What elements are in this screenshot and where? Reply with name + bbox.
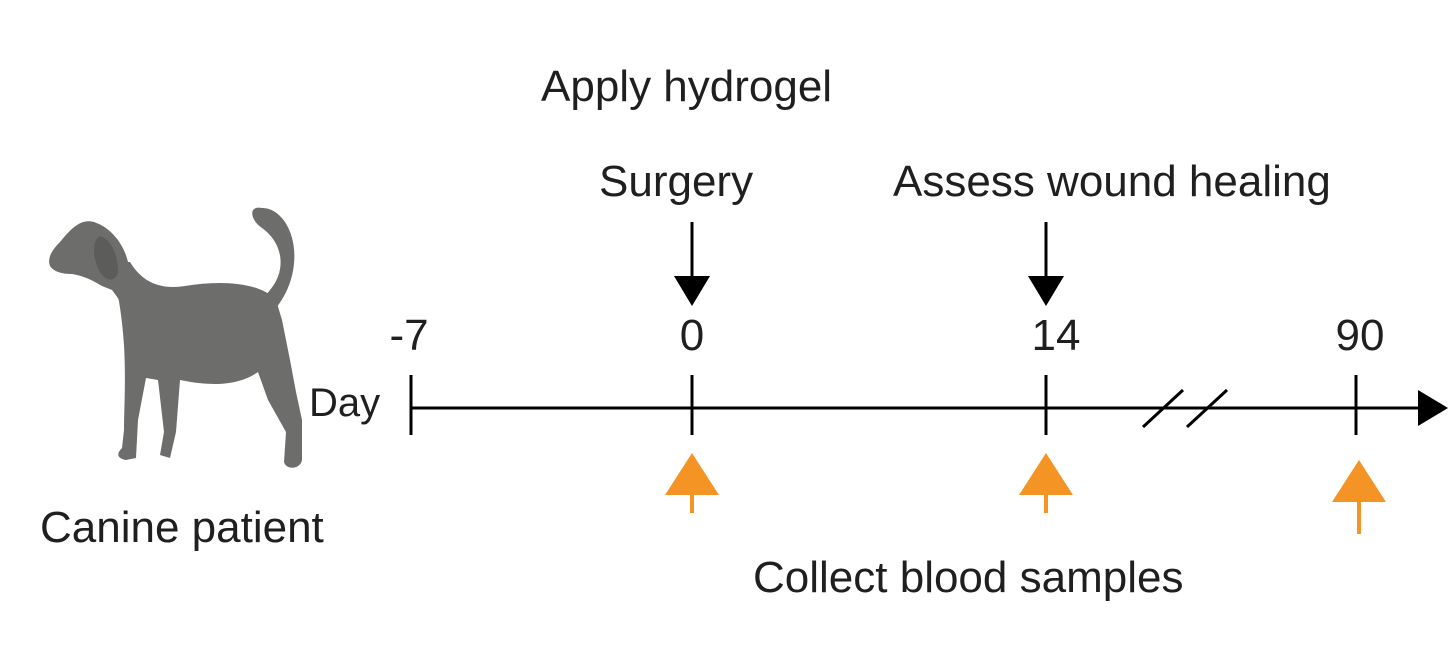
event-down-arrowhead <box>1028 276 1064 306</box>
axis-break-mark <box>1141 388 1185 429</box>
timeline-tick-label: -7 <box>389 311 428 360</box>
event-label-apply-hydrogel: Apply hydrogel <box>541 62 833 111</box>
event-label-assess-wound-healing: Assess wound healing <box>893 157 1331 206</box>
timeline-axis-arrowhead <box>1418 390 1448 426</box>
timeline-tick-label: 14 <box>1032 311 1081 360</box>
subject-label: Canine patient <box>40 503 324 552</box>
timeline-tick-label: 0 <box>680 311 704 360</box>
event-label-collect-blood-samples: Collect blood samples <box>753 553 1184 602</box>
blood-sample-marker <box>1019 453 1073 495</box>
timeline-tick-label: 90 <box>1336 311 1385 360</box>
blood-sample-marker <box>665 453 719 495</box>
event-down-arrowhead <box>674 276 710 306</box>
dog-icon <box>49 207 302 468</box>
axis-label-day: Day <box>309 381 381 425</box>
event-label-surgery: Surgery <box>599 157 754 206</box>
blood-sample-marker <box>1332 460 1386 502</box>
axis-break-mark <box>1185 388 1229 429</box>
